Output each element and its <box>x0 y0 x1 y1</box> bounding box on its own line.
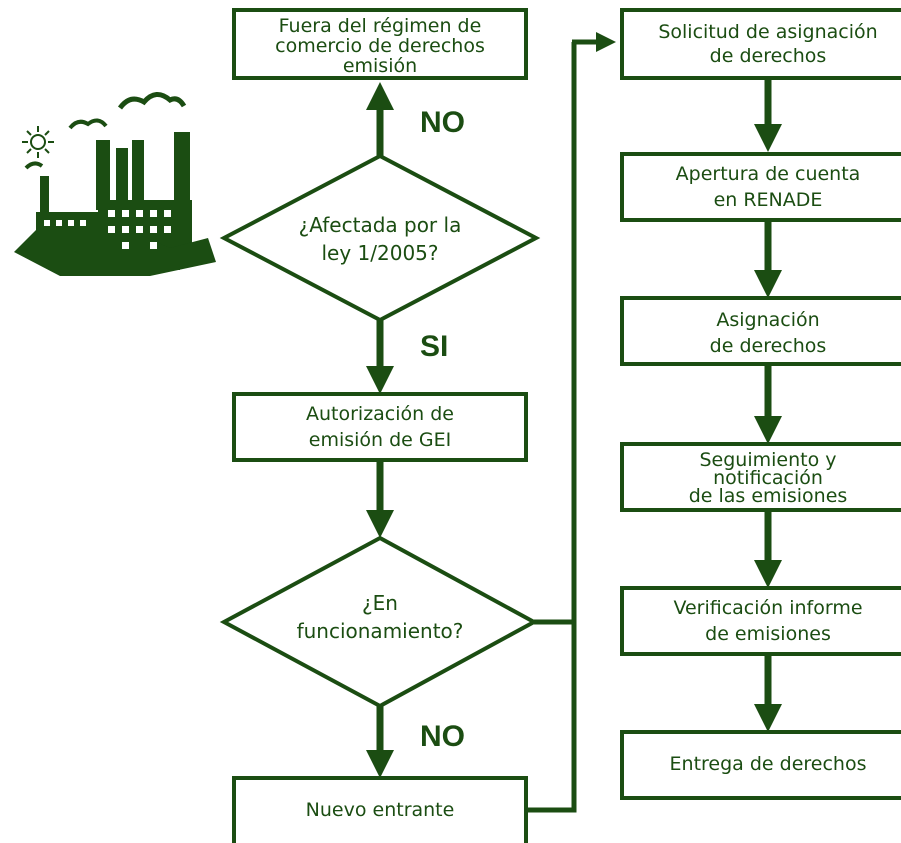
text-apertura-1: Apertura de cuenta <box>676 163 861 185</box>
text-solicitud-1: Solicitud de asignación <box>658 21 877 43</box>
text-autorizacion-2: emisión de GEI <box>309 429 451 451</box>
text-afectada-2: ley 1/2005? <box>321 241 438 265</box>
text-funcionamiento-2: funcionamiento? <box>297 619 464 643</box>
text-afectada-1: ¿Afectada por la <box>299 213 462 237</box>
text-fuera-3: emisión <box>343 55 417 77</box>
text-seguimiento-2: notificación <box>713 467 823 489</box>
box-asignacion <box>620 296 901 366</box>
text-funcionamiento-1: ¿En <box>362 591 398 615</box>
text-solicitud-2: de derechos <box>710 45 827 67</box>
connectors <box>366 32 782 813</box>
text-fuera-2: comercio de derechos <box>275 35 485 57</box>
text-entrega: Entrega de derechos <box>670 753 867 775</box>
box-nuevo-entrante <box>232 776 528 843</box>
decision-funcionamiento <box>219 535 539 709</box>
box-solicitud <box>620 8 901 80</box>
factory-icon <box>14 92 216 276</box>
text-apertura-2: en RENADE <box>714 189 823 211</box>
label-no-bottom: NO <box>420 720 465 753</box>
text-asignacion-1: Asignación <box>716 309 819 331</box>
decision-afectada <box>219 153 541 323</box>
text-asignacion-2: de derechos <box>710 335 827 357</box>
text-seguimiento-3: de las emisiones <box>689 485 848 507</box>
box-entrega <box>620 730 901 800</box>
text-verificacion-1: Verificación informe <box>673 597 862 619</box>
box-autorizacion <box>232 392 528 462</box>
text-verificacion-2: de emisiones <box>705 623 831 645</box>
box-verificacion <box>620 586 901 656</box>
label-no-top: NO <box>420 106 465 139</box>
box-apertura <box>620 152 901 222</box>
box-fuera-regimen <box>232 8 528 80</box>
text-fuera-1: Fuera del régimen de <box>279 15 482 37</box>
text-seguimiento-1: Seguimiento y <box>699 449 836 471</box>
box-seguimiento <box>620 442 901 512</box>
line-nuevo-to-bus <box>526 42 577 813</box>
label-si: SI <box>420 330 448 363</box>
text-autorizacion-1: Autorización de <box>306 403 454 425</box>
text-nuevo: Nuevo entrante <box>306 799 455 821</box>
